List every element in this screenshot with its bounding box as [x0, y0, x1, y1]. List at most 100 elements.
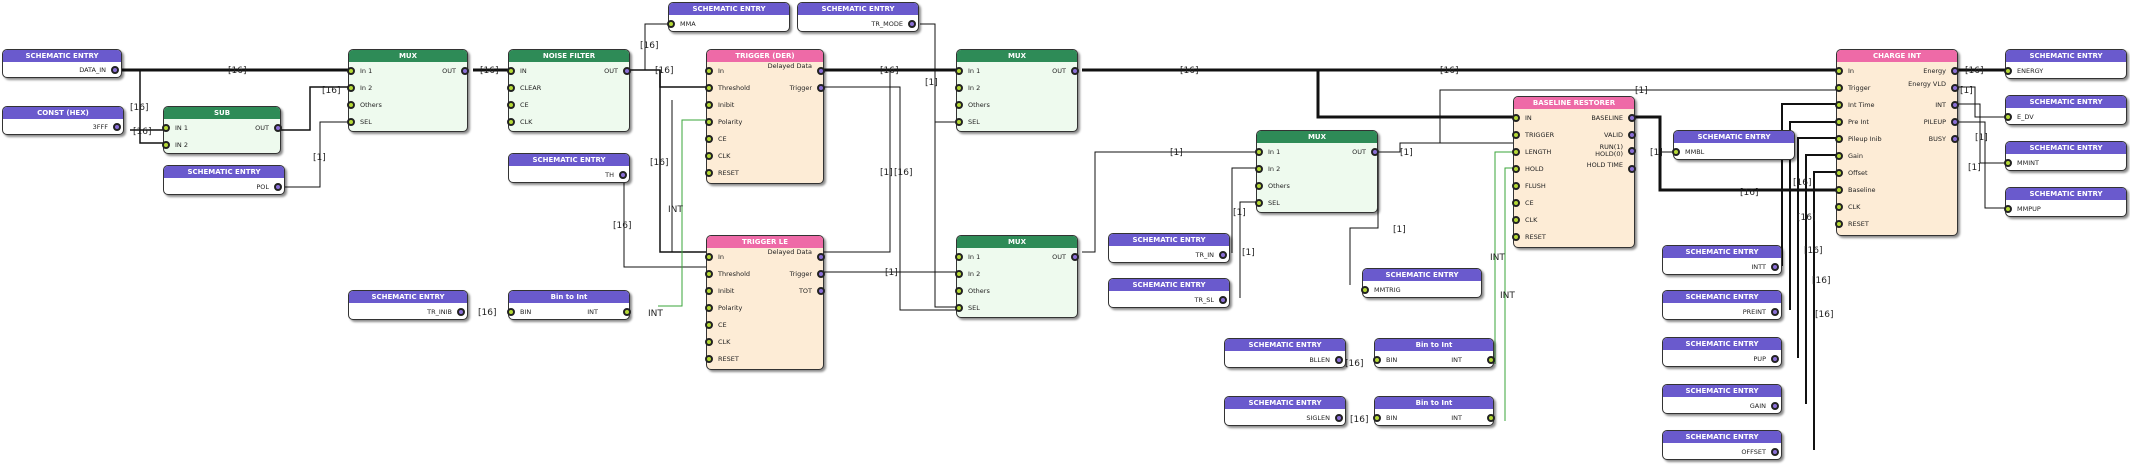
- port-clk[interactable]: CLK: [705, 152, 730, 161]
- port-dot-icon[interactable]: [1255, 199, 1263, 207]
- entry-mmint[interactable]: SCHEMATIC ENTRY MMINT: [2004, 141, 2127, 171]
- charge-int[interactable]: CHARGE INT In Trigger Int Time Pre Int P…: [1835, 49, 1959, 236]
- entry-e-dv[interactable]: SCHEMATIC ENTRY E_DV: [2004, 95, 2127, 125]
- mux-2[interactable]: MUX In 1 In 2 Others SEL OUT: [955, 49, 1079, 132]
- port-in1[interactable]: In 1: [347, 67, 372, 76]
- port-polarity[interactable]: Polarity: [705, 304, 742, 313]
- port-dot-icon[interactable]: [1951, 67, 1959, 75]
- entry-pup[interactable]: SCHEMATIC ENTRY PUP: [1662, 337, 1782, 367]
- port-out[interactable]: OUT: [604, 67, 631, 76]
- port-dot-icon[interactable]: [2004, 113, 2012, 121]
- port-energy-vld[interactable]: Energy VLD: [1906, 81, 1959, 92]
- entry-energy[interactable]: SCHEMATIC ENTRY ENERGY: [2004, 49, 2127, 79]
- port-dot-icon[interactable]: [1512, 182, 1520, 190]
- port-dot-icon[interactable]: [1835, 169, 1843, 177]
- port-polarity[interactable]: Polarity: [705, 118, 742, 127]
- port-out[interactable]: OUT: [1052, 67, 1079, 76]
- port-dot-icon[interactable]: [619, 171, 627, 179]
- port-dot-icon[interactable]: [1512, 165, 1520, 173]
- port-dot-icon[interactable]: [705, 338, 713, 346]
- port-length[interactable]: LENGTH: [1512, 148, 1551, 157]
- port-flush[interactable]: FLUSH: [1512, 182, 1546, 191]
- port-dot-icon[interactable]: [1371, 148, 1379, 156]
- port-dot-icon[interactable]: [507, 67, 515, 75]
- port-baseline[interactable]: Baseline: [1835, 186, 1876, 195]
- port-dot-icon[interactable]: [1512, 216, 1520, 224]
- port-dot-icon[interactable]: [1771, 263, 1779, 271]
- port-dot-icon[interactable]: [1361, 286, 1369, 294]
- port-ce[interactable]: CE: [705, 135, 727, 144]
- port-dot-icon[interactable]: [705, 169, 713, 177]
- entry-data-in[interactable]: SCHEMATIC ENTRY DATA_IN: [2, 49, 122, 78]
- port-ce[interactable]: CE: [1512, 199, 1534, 208]
- port-dot-icon[interactable]: [667, 20, 675, 28]
- port-dot-icon[interactable]: [274, 124, 282, 132]
- entry-tr-inib[interactable]: SCHEMATIC ENTRY TR_INIB: [348, 290, 468, 320]
- port-dot-icon[interactable]: [1835, 203, 1843, 211]
- port-out[interactable]: DATA_IN: [5, 66, 119, 75]
- port-in[interactable]: MMINT: [2004, 159, 2039, 168]
- port-hold[interactable]: HOLD: [1512, 165, 1544, 174]
- port-dot-icon[interactable]: [1219, 296, 1227, 304]
- bin-to-int-2[interactable]: Bin to Int BIN INT: [1373, 338, 1495, 368]
- port-out[interactable]: BLLEN: [1227, 356, 1343, 365]
- port-dot-icon[interactable]: [1951, 101, 1959, 109]
- port-sel[interactable]: SEL: [347, 118, 372, 127]
- port-dot-icon[interactable]: [705, 253, 713, 261]
- port-dot-icon[interactable]: [507, 101, 515, 109]
- port-dot-icon[interactable]: [1255, 165, 1263, 173]
- port-dot-icon[interactable]: [1835, 186, 1843, 194]
- port-in1[interactable]: In 1: [955, 67, 980, 76]
- port-dot-icon[interactable]: [955, 118, 963, 126]
- port-bin[interactable]: BIN: [1373, 414, 1397, 423]
- port-others[interactable]: Others: [955, 287, 990, 296]
- port-dot-icon[interactable]: [1771, 355, 1779, 363]
- port-in2[interactable]: In 2: [955, 270, 980, 279]
- port-in[interactable]: IN: [507, 67, 527, 76]
- port-dot-icon[interactable]: [955, 101, 963, 109]
- port-dot-icon[interactable]: [623, 308, 631, 316]
- entry-siglen[interactable]: SCHEMATIC ENTRY SIGLEN: [1224, 396, 1346, 426]
- port-out[interactable]: GAIN: [1665, 402, 1779, 411]
- port-dot-icon[interactable]: [908, 20, 916, 28]
- port-baseline[interactable]: BASELINE: [1591, 114, 1636, 123]
- port-run-hold[interactable]: RUN(1) HOLD(0): [1573, 144, 1636, 158]
- port-dot-icon[interactable]: [2004, 67, 2012, 75]
- port-out[interactable]: TH: [511, 171, 627, 180]
- port-dot-icon[interactable]: [1373, 414, 1381, 422]
- port-dot-icon[interactable]: [955, 67, 963, 75]
- port-in[interactable]: ENERGY: [2004, 67, 2043, 76]
- port-in1[interactable]: IN 1: [162, 124, 188, 133]
- port-dot-icon[interactable]: [623, 67, 631, 75]
- entry-mmpup[interactable]: SCHEMATIC ENTRY MMPUP: [2004, 187, 2127, 217]
- port-dot-icon[interactable]: [955, 304, 963, 312]
- port-tot[interactable]: TOT: [799, 287, 825, 296]
- port-dot-icon[interactable]: [705, 304, 713, 312]
- port-clk[interactable]: CLK: [705, 338, 730, 347]
- port-dot-icon[interactable]: [1512, 199, 1520, 207]
- port-dot-icon[interactable]: [817, 84, 825, 92]
- port-dot-icon[interactable]: [2004, 159, 2012, 167]
- port-dot-icon[interactable]: [1255, 182, 1263, 190]
- port-dot-icon[interactable]: [705, 270, 713, 278]
- entry-intt[interactable]: SCHEMATIC ENTRY INTT: [1662, 245, 1782, 275]
- port-dot-icon[interactable]: [347, 101, 355, 109]
- port-sel[interactable]: SEL: [1255, 199, 1280, 208]
- port-dot-icon[interactable]: [1628, 131, 1636, 139]
- port-dot-icon[interactable]: [1835, 152, 1843, 160]
- baseline-restorer[interactable]: BASELINE RESTORER IN TRIGGER LENGTH HOLD…: [1512, 96, 1636, 248]
- port-dot-icon[interactable]: [1255, 148, 1263, 156]
- port-others[interactable]: Others: [347, 101, 382, 110]
- port-dot-icon[interactable]: [1835, 67, 1843, 75]
- port-out[interactable]: TR_SL: [1111, 296, 1227, 305]
- port-dot-icon[interactable]: [1951, 118, 1959, 126]
- port-dot-icon[interactable]: [1219, 251, 1227, 259]
- port-bin[interactable]: BIN: [1373, 356, 1397, 365]
- port-dot-icon[interactable]: [1628, 165, 1636, 173]
- entry-mma[interactable]: SCHEMATIC ENTRY MMA: [667, 2, 790, 32]
- port-pre-int[interactable]: Pre Int: [1835, 118, 1869, 127]
- port-trigger[interactable]: Trigger: [790, 270, 825, 279]
- port-dot-icon[interactable]: [1951, 135, 1959, 143]
- port-clk[interactable]: CLK: [1835, 203, 1860, 212]
- port-dot-icon[interactable]: [1672, 148, 1680, 156]
